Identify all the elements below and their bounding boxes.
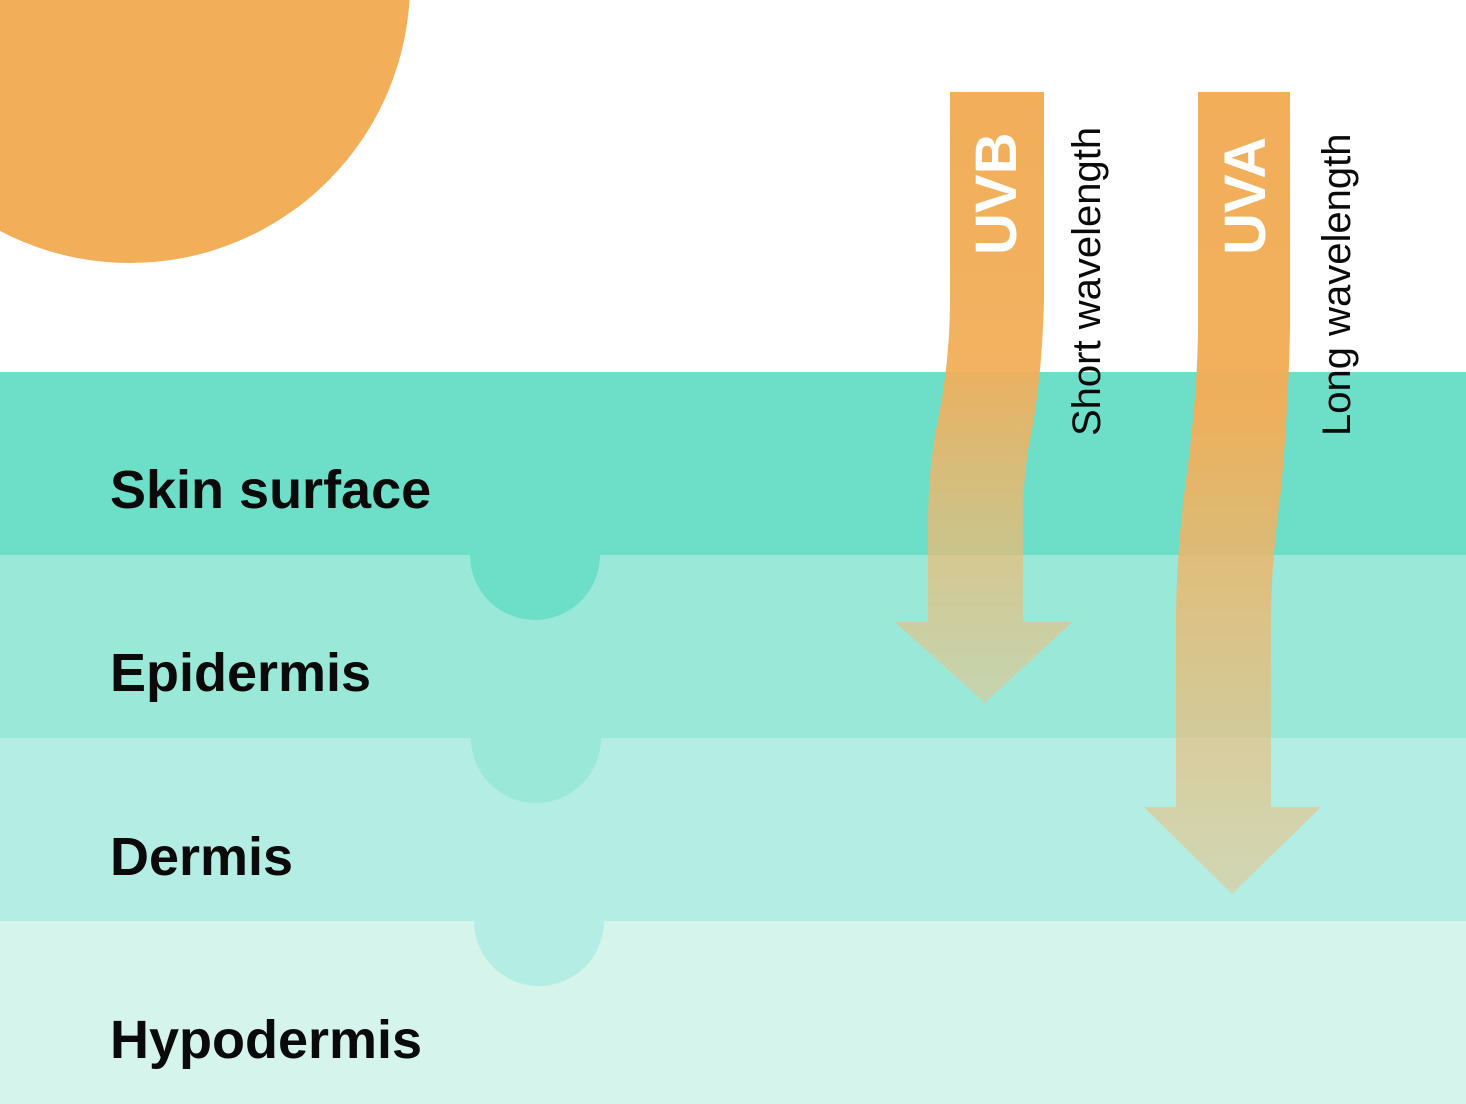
layer-bump (471, 738, 601, 803)
layer-label: Skin surface (110, 460, 431, 520)
layer-label: Dermis (110, 827, 293, 887)
layer-bump (474, 921, 604, 986)
uva-caption: Long wavelength (1315, 134, 1359, 436)
uvb-label: UVB (964, 133, 1029, 255)
uvb-arrow (895, 92, 1072, 703)
uva-label: UVA (1213, 137, 1278, 255)
sun (0, 0, 410, 263)
layer-bump (470, 555, 600, 620)
layer-hypodermis (0, 921, 1466, 1104)
uvb-caption: Short wavelength (1065, 127, 1109, 436)
uva-arrow (1144, 92, 1321, 894)
layer-label: Epidermis (110, 643, 371, 703)
layer-label: Hypodermis (110, 1010, 422, 1070)
